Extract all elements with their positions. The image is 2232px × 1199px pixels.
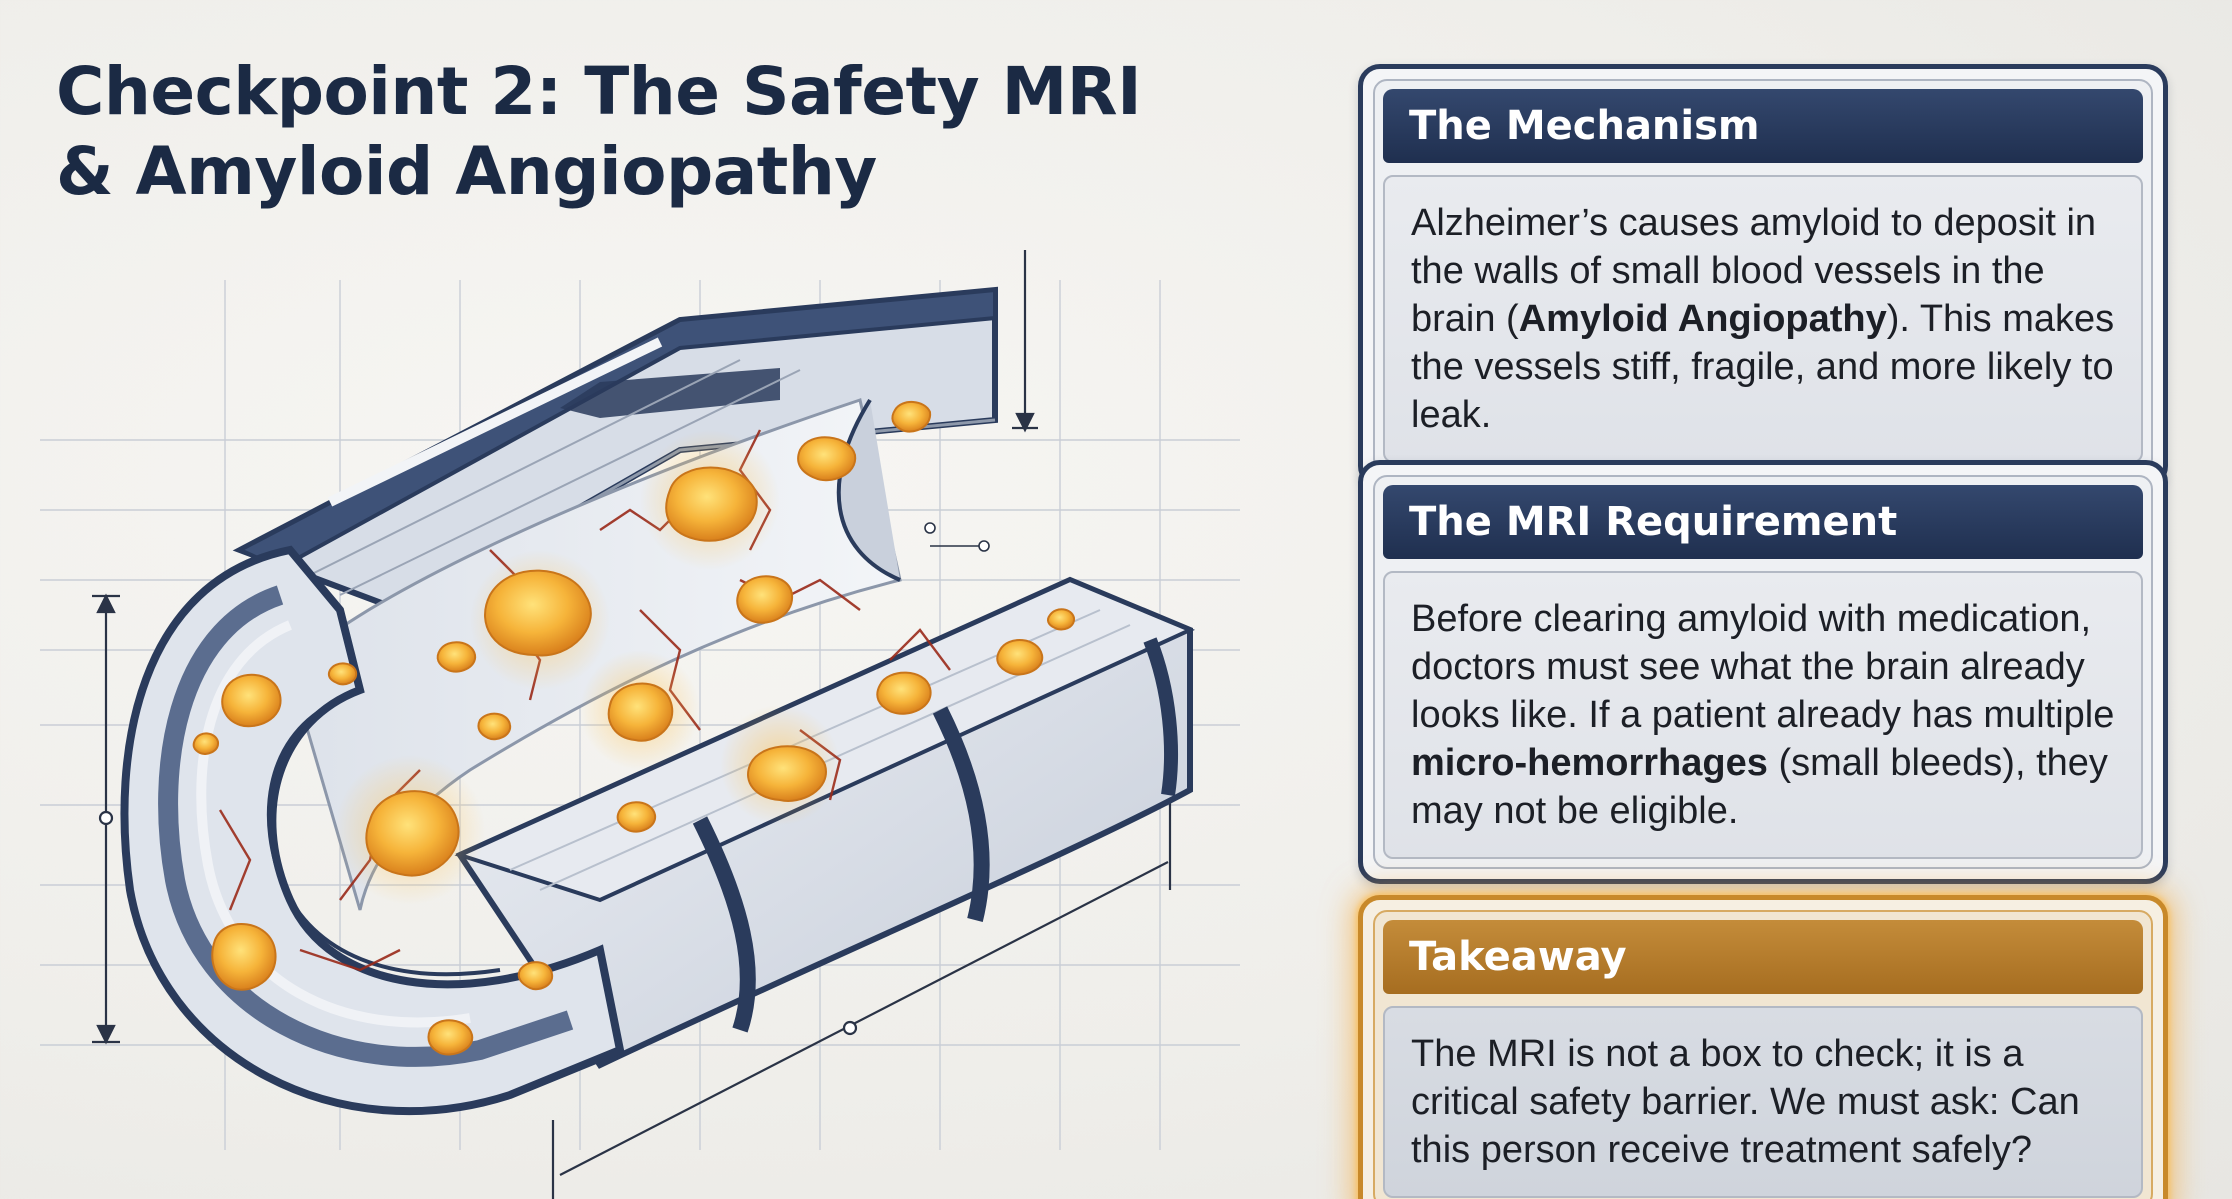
dimension-lines: [92, 250, 1172, 1199]
vessel-cutaway-illustration: [40, 250, 1240, 1199]
mechanism-text-start: Alzheimer’s causes amyloid to deposit in…: [1411, 202, 2097, 340]
takeaway-card-heading: Takeaway: [1383, 920, 2143, 994]
mri-card-heading: The MRI Requirement: [1383, 485, 2143, 559]
mechanism-term: Amyloid Angiopathy: [1518, 298, 1887, 340]
takeaway-card: Takeaway The MRI is not a box to check; …: [1358, 895, 2168, 1199]
takeaway-card-body: The MRI is not a box to check; it is a c…: [1383, 1006, 2143, 1198]
mri-card-body: Before clearing amyloid with medication,…: [1383, 571, 2143, 859]
mechanism-card: The Mechanism Alzheimer’s causes amyloid…: [1358, 64, 2168, 488]
amyloid-deposits: [192, 401, 1076, 1056]
mechanism-card-body: Alzheimer’s causes amyloid to deposit in…: [1383, 175, 2143, 463]
title-line-1: Checkpoint 2: The Safety MRI: [56, 53, 1142, 130]
mri-text-end: (small bleeds), they may not be eligible…: [1411, 742, 2108, 832]
page-title: Checkpoint 2: The Safety MRI & Amyloid A…: [56, 52, 1256, 212]
title-line-2: & Amyloid Angiopathy: [56, 133, 877, 210]
mri-term: micro-hemorrhages: [1411, 742, 1768, 784]
mechanism-card-frame: The Mechanism Alzheimer’s causes amyloid…: [1373, 79, 2153, 473]
mechanism-card-heading: The Mechanism: [1383, 89, 2143, 163]
mechanism-text-end: ). This makes the vessels stiff, fragile…: [1411, 298, 2115, 436]
mri-card-frame: The MRI Requirement Before clearing amyl…: [1373, 475, 2153, 869]
vessel-top-shell: [232, 286, 998, 614]
mri-text-start: Before clearing amyloid with medication,…: [1411, 598, 2115, 736]
mri-requirement-card: The MRI Requirement Before clearing amyl…: [1358, 460, 2168, 884]
takeaway-card-frame: Takeaway The MRI is not a box to check; …: [1373, 910, 2153, 1199]
